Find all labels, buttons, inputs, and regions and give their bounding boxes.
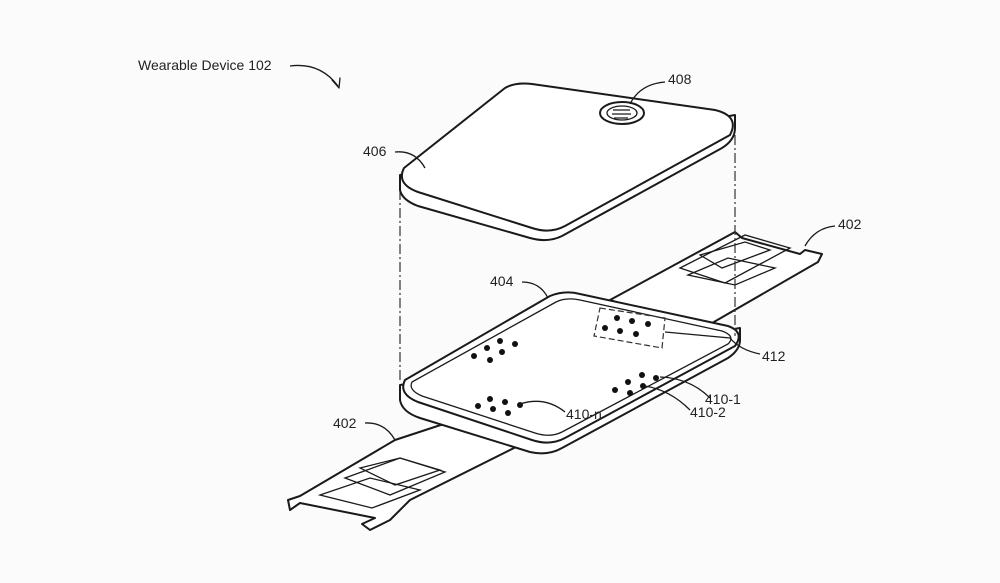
base-404 bbox=[399, 291, 741, 455]
title-label: Wearable Device 102 bbox=[138, 57, 272, 73]
sensor-array-412 bbox=[602, 315, 651, 337]
cover-406 bbox=[399, 82, 736, 242]
label-402-lower: 402 bbox=[333, 415, 357, 431]
sensor-array-left bbox=[471, 338, 518, 363]
label-402-upper: 402 bbox=[838, 216, 862, 232]
label-410-2: 410-2 bbox=[690, 404, 726, 420]
sensor-array-410-n bbox=[475, 396, 523, 416]
label-404: 404 bbox=[490, 273, 514, 289]
label-412: 412 bbox=[762, 348, 786, 364]
button-408 bbox=[599, 101, 645, 125]
label-408: 408 bbox=[668, 71, 692, 87]
label-410-n: 410-n bbox=[566, 406, 602, 422]
label-406: 406 bbox=[363, 143, 387, 159]
sensor-array-410-1 bbox=[612, 372, 659, 396]
band-upper bbox=[609, 231, 823, 331]
label-410-1: 410-1 bbox=[705, 391, 741, 407]
